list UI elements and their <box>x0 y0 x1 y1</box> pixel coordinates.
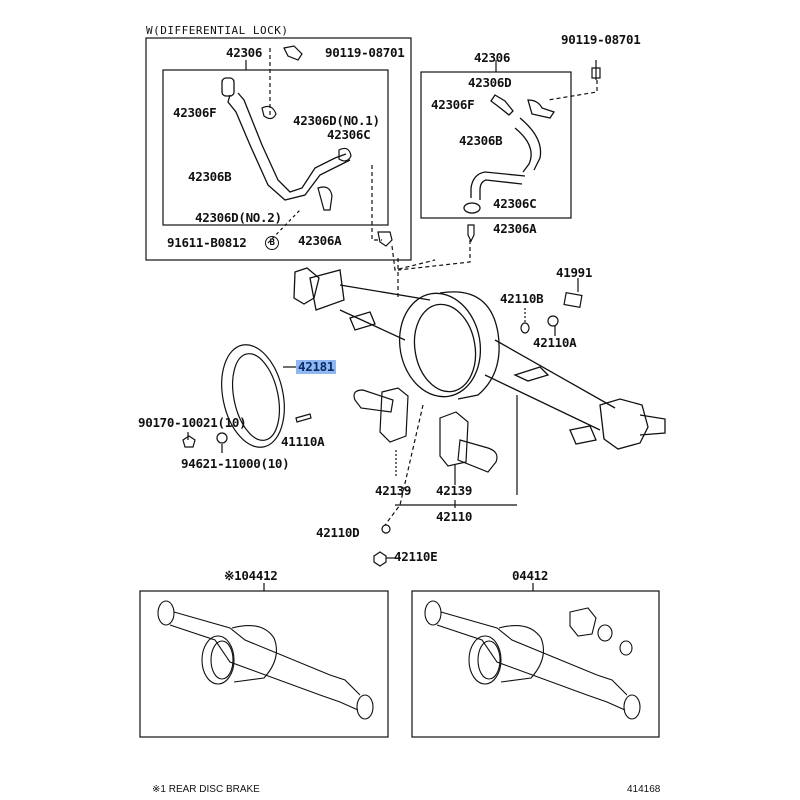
part-label-41110A[interactable]: 41110A <box>281 434 325 449</box>
washer-42110D <box>381 524 391 534</box>
part-label-42306[interactable]: 42306 <box>226 45 263 60</box>
part-label-42110A[interactable]: 42110A <box>533 335 577 350</box>
part-label-42306C-right[interactable]: 42306C <box>493 196 537 211</box>
bolt-90119-left <box>283 45 303 61</box>
part-label-42306B-right[interactable]: 42306B <box>459 133 503 148</box>
part-label-42139-left[interactable]: 42139 <box>375 483 412 498</box>
plate-41991 <box>563 292 583 308</box>
part-label-41991[interactable]: 41991 <box>556 265 593 280</box>
group-title: W(DIFFERENTIAL LOCK) <box>146 24 289 37</box>
part-label-91611-B0812[interactable]: 91611-B0812 <box>167 235 247 250</box>
b-circle-marker: B <box>265 236 279 250</box>
part-label-42306F-right[interactable]: 42306F <box>431 97 475 112</box>
part-label-42110D[interactable]: 42110D <box>316 525 360 540</box>
part-label-42306C[interactable]: 42306C <box>327 127 371 142</box>
nut-42110A <box>547 315 559 327</box>
flange-42139-left <box>353 387 409 443</box>
part-label-90170-10021[interactable]: 90170-10021(10) <box>138 415 247 430</box>
part-label-42306-right[interactable]: 42306 <box>474 50 511 65</box>
part-label-42110B[interactable]: 42110B <box>500 291 544 306</box>
washer-94621 <box>216 432 228 444</box>
part-label-42306D-right[interactable]: 42306D <box>468 75 512 90</box>
axle-housing <box>293 267 666 450</box>
nut-90170 <box>182 435 196 448</box>
axle-assembly-left <box>157 600 374 720</box>
stud-41110A <box>295 413 312 423</box>
footnote: ※1 REAR DISC BRAKE <box>152 784 260 795</box>
nut-42110E <box>373 551 387 567</box>
part-label-90119-08701-right[interactable]: 90119-08701 <box>561 32 641 47</box>
diff-lock-inner-box <box>162 69 389 226</box>
part-label-42306A[interactable]: 42306A <box>298 233 342 248</box>
gasket-42181 <box>221 344 285 448</box>
part-label-94621-11000[interactable]: 94621-11000(10) <box>181 456 290 471</box>
fitting-42306F-left <box>221 77 235 97</box>
part-label-42306A-right[interactable]: 42306A <box>493 221 537 236</box>
hose-42306B-right <box>463 94 556 214</box>
part-label-42139-right[interactable]: 42139 <box>436 483 473 498</box>
clip-42306C-left <box>338 147 352 162</box>
clip-42306D-no1 <box>261 105 277 120</box>
axle-assembly-right <box>424 600 641 720</box>
diff-lock-outer-box <box>145 37 412 261</box>
fitting-42306A-right <box>467 224 475 243</box>
part-label-42306D-no2[interactable]: 42306D(NO.2) <box>195 210 282 225</box>
part-label-42181-highlighted[interactable]: 42181 <box>296 359 337 374</box>
part-label-04412[interactable]: 04412 <box>512 568 549 583</box>
part-label-90119-08701[interactable]: 90119-08701 <box>325 45 405 60</box>
hose-42306B-left <box>221 77 351 201</box>
part-label-42306F[interactable]: 42306F <box>173 105 217 120</box>
part-label-42110[interactable]: 42110 <box>436 509 473 524</box>
part-label-42110E[interactable]: 42110E <box>394 549 438 564</box>
part-label-42306B[interactable]: 42306B <box>188 169 232 184</box>
bolt-90119-right <box>591 60 601 80</box>
nut-42110B <box>520 322 530 334</box>
figure-number: 414168 <box>627 784 661 795</box>
part-label-04412-rear-disc[interactable]: ※104412 <box>224 568 278 583</box>
clip-42306C-right <box>463 202 481 214</box>
fitting-42306F-right <box>490 94 514 116</box>
assembly-box-right <box>411 590 660 738</box>
clip-42306D-no2 <box>317 186 333 211</box>
clip-42306D-right <box>527 99 556 119</box>
fitting-42306A-left <box>377 231 393 247</box>
part-label-42306D-no1[interactable]: 42306D(NO.1) <box>293 113 380 128</box>
flange-42139-right <box>439 411 498 473</box>
